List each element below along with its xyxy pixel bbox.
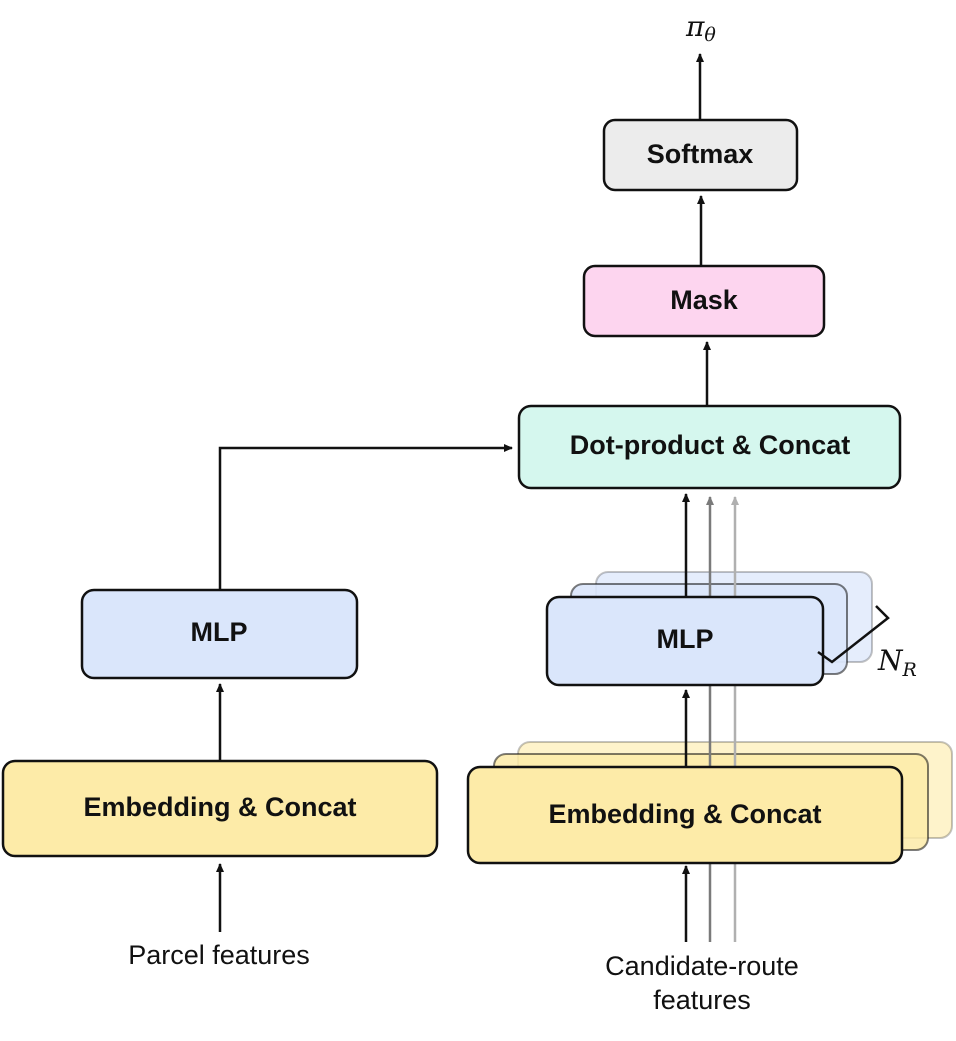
mlp-route-label: MLP [657,624,714,654]
embed-route-label: Embedding & Concat [548,799,821,829]
parcel-mlp-to-dot-arrow [218,444,513,590]
dot-concat-label: Dot-product & Concat [570,430,850,460]
mask-label: Mask [670,285,739,315]
policy-output-label: πθ [685,10,716,46]
dot-concat-box [517,404,902,490]
parcel-features-label: Parcel features [128,940,310,970]
mask-box [582,264,826,338]
softmax-label: Softmax [647,139,754,169]
candidate-route-label-line2: features [653,985,751,1015]
stack-count-label: NR [877,644,917,681]
stack-count-bracket [817,605,890,664]
embed-parcel-label: Embedding & Concat [83,792,356,822]
mlp-parcel-label: MLP [191,617,248,647]
candidate-route-label-line1: Candidate-route [605,951,799,981]
